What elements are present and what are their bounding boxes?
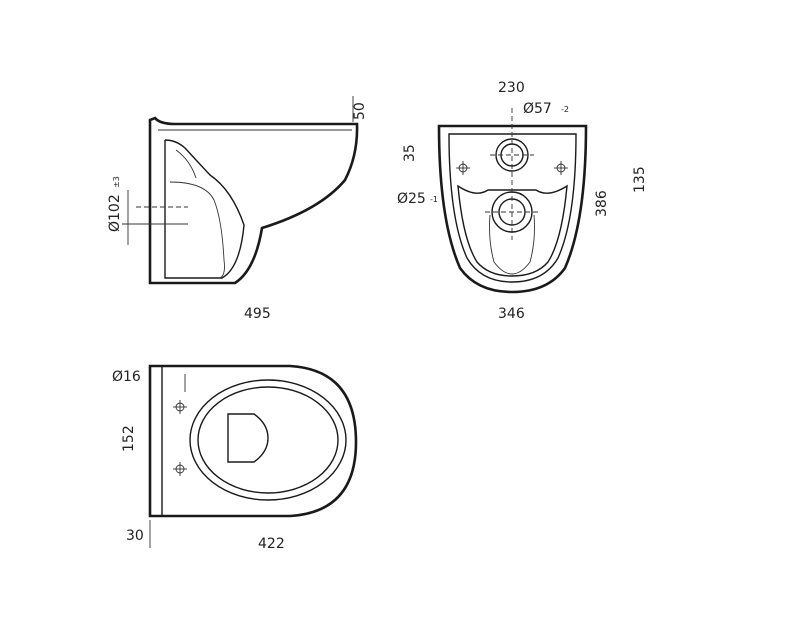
rear-view-offset-label: 35: [402, 144, 418, 162]
side-view-diameter-tolerance: ±3: [112, 176, 121, 188]
side-view-diameter-label: Ø102: [107, 194, 123, 232]
top-view-depth-label: 422: [258, 536, 285, 552]
side-view-trapway: [169, 181, 225, 279]
top-view-hole-spacing-label: 152: [121, 425, 137, 452]
rear-view-outlet-circle-inner: [500, 143, 524, 167]
rear-view-inlet-diameter-label: Ø25: [397, 191, 426, 207]
side-view-height-label: 50: [352, 102, 368, 120]
top-view-hole-diameter-label: Ø16: [112, 369, 141, 385]
rear-view-outlet-diameter-label: Ø57: [523, 101, 552, 117]
side-view-inner-bowl: [164, 139, 245, 279]
top-view-offset-label: 30: [126, 528, 144, 544]
rear-view-inner-outline: [448, 133, 577, 283]
rear-view-outer-label: 135: [632, 166, 648, 193]
rear-view-slot: [489, 214, 535, 275]
rear-view-height-label: 386: [594, 190, 610, 217]
side-view-rim-inner: [175, 149, 197, 179]
rear-view-outlet-tolerance: -2: [561, 105, 569, 114]
rear-view-width-label: 346: [498, 306, 525, 322]
side-view-outline: [148, 116, 359, 285]
rear-view: 230 Ø57 -2 35 Ø25 -1 386 135 346: [397, 80, 648, 322]
top-view-outline: [148, 364, 358, 518]
top-view-rim-outer: [189, 379, 347, 501]
rear-view-outlet-circle-outer: [495, 138, 529, 172]
top-view-water-surface: [227, 413, 269, 463]
side-view-width-label: 495: [244, 306, 271, 322]
top-view-rim-inner: [197, 386, 339, 494]
rear-view-top-label: 230: [498, 80, 525, 96]
top-view: Ø16 152 422 30: [112, 364, 358, 552]
rear-view-outline: [437, 124, 588, 294]
side-view: 495 50 Ø102 ±3: [107, 96, 368, 322]
rear-view-inlet-tolerance: -1: [430, 195, 438, 204]
